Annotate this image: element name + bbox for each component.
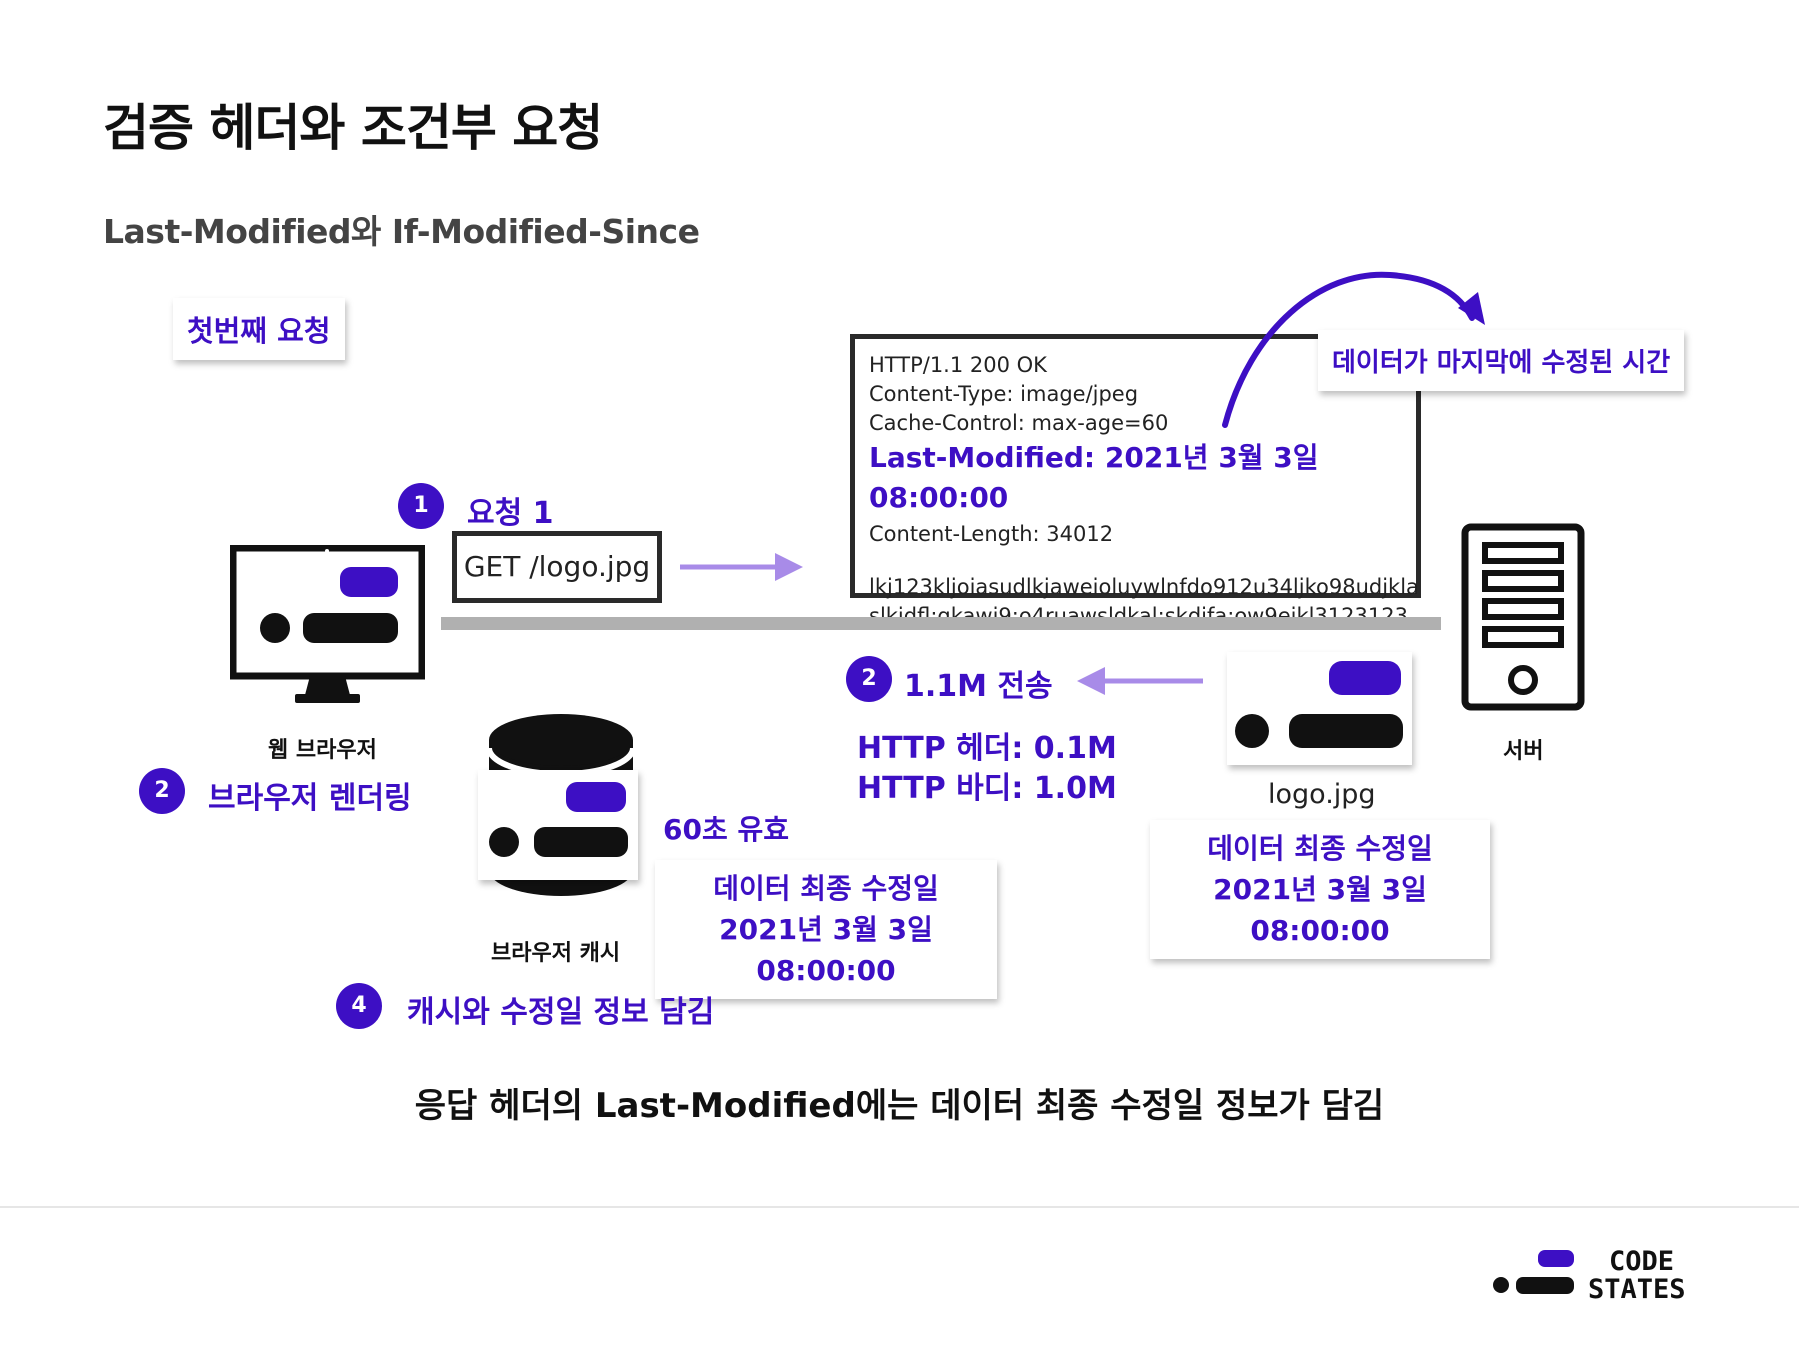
- callout-note: 데이터가 마지막에 수정된 시간: [1318, 330, 1685, 391]
- validity-label: 60초 유효: [663, 813, 789, 846]
- server-note-date: 2021년 3월 3일 08:00:00: [1213, 873, 1427, 947]
- server-modified-note: 데이터 최종 수정일 2021년 3월 3일 08:00:00: [1150, 820, 1490, 959]
- cache-note-title: 데이터 최종 수정일: [713, 872, 939, 905]
- brand-line-2: STATES: [1588, 1274, 1686, 1305]
- step-2-render-label: 브라우저 렌더링: [208, 781, 412, 816]
- step-2-transfer-label: 1.1M 전송: [904, 669, 1053, 704]
- response-body-line: lkj123kljoiasudlkjaweioluywlnfdo912u34lj…: [869, 575, 1419, 599]
- page-title: 검증 헤더와 조건부 요청: [103, 99, 603, 157]
- cache-modified-note: 데이터 최종 수정일 2021년 3월 3일 08:00:00: [655, 860, 997, 999]
- step-2-render-badge: 2: [139, 768, 185, 814]
- step-4-label: 캐시와 수정일 정보 담김: [407, 995, 715, 1030]
- conclusion-text: 응답 헤더의 Last-Modified에는 데이터 최종 수정일 정보가 담김: [414, 1086, 1385, 1126]
- server-icon: [1460, 522, 1586, 716]
- content-length-line: Content-Length: 34012: [869, 522, 1114, 546]
- page-subtitle: Last-Modified와 If-Modified-Since: [103, 212, 700, 251]
- footer-divider: [0, 1206, 1799, 1208]
- response-arrow-icon: [1075, 663, 1205, 703]
- cached-image-card: [478, 770, 638, 880]
- response-line: Cache-Control: max-age=60: [869, 411, 1169, 435]
- last-modified-line: Last-Modified: 2021년 3월 3일 08:00:00: [869, 441, 1319, 514]
- browser-label: 웹 브라우저: [268, 738, 377, 763]
- server-note-title: 데이터 최종 수정일: [1207, 832, 1433, 865]
- request-arrow-icon: [680, 549, 805, 589]
- first-request-tag: 첫번째 요청: [173, 298, 345, 360]
- monitor-icon: [229, 544, 426, 709]
- callout-text: 데이터가 마지막에 수정된 시간: [1332, 348, 1671, 378]
- request-box: GET /logo.jpg: [452, 531, 662, 603]
- step-2-transfer-badge: 2: [846, 656, 892, 702]
- brand-line-1: CODE: [1608, 1246, 1674, 1277]
- http-body-size: HTTP 바디: 1.0M: [857, 771, 1117, 806]
- step-1-label: 요청 1: [467, 496, 554, 531]
- response-line: Content-Type: image/jpeg: [869, 382, 1139, 406]
- curved-arrow-icon: [1210, 260, 1500, 439]
- server-label: 서버: [1503, 739, 1544, 764]
- cache-label: 브라우저 캐시: [491, 941, 621, 966]
- cache-note-date: 2021년 3월 3일 08:00:00: [719, 913, 933, 987]
- network-divider: [441, 617, 1441, 630]
- step-4-badge: 4: [336, 983, 382, 1029]
- step-1-badge: 1: [398, 483, 444, 529]
- response-line: HTTP/1.1 200 OK: [869, 353, 1047, 377]
- http-header-size: HTTP 헤더: 0.1M: [857, 731, 1117, 766]
- file-label: logo.jpg: [1268, 779, 1376, 810]
- file-image-card: [1227, 652, 1412, 765]
